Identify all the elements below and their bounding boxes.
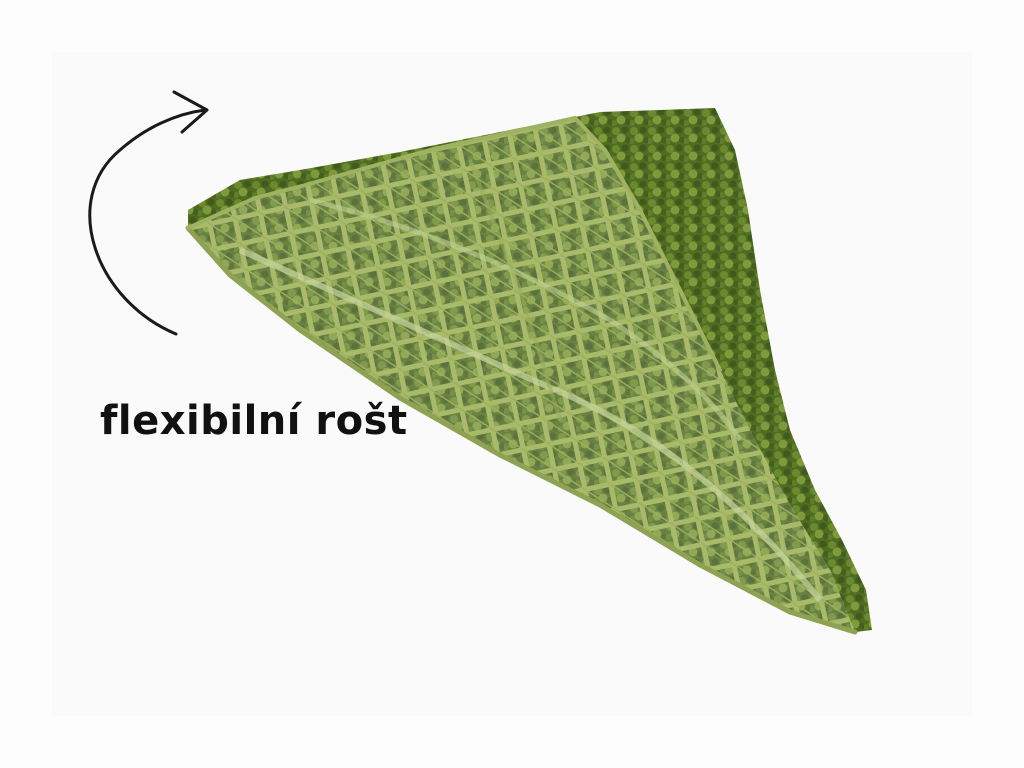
moss-backing — [188, 108, 872, 632]
caption-text: flexibilní rošt — [100, 398, 408, 444]
curved-arrow-icon — [88, 90, 209, 336]
grid-top-edge — [186, 115, 722, 372]
grid-edge — [185, 225, 858, 635]
